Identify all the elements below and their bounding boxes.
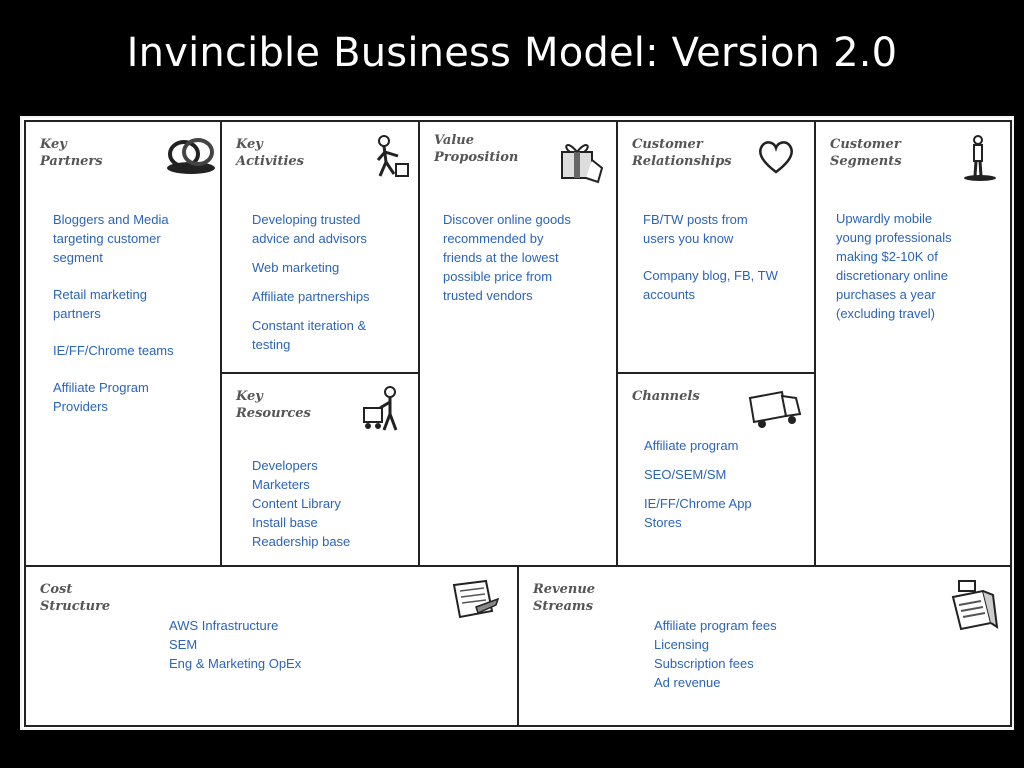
list-item: Retail marketing partners [53,287,147,321]
list-item: AWS Infrastructure SEM Eng & Marketing O… [169,618,302,671]
invoice-icon [446,577,502,623]
list-item: Discover online goods recommended by fri… [443,212,571,303]
heart-icon [756,138,796,176]
key-resources-block: Key Resources Developers Marketers Conte… [220,372,420,567]
customer-relationships-block: Customer Relationships FB/TW posts from … [616,120,816,374]
channels-block: Channels Affiliate program SEO/SEM/SM IE… [616,372,816,567]
list-item: SEO/SEM/SM [644,467,727,482]
worker-icon [370,134,412,180]
list-item: Upwardly mobile young professionals maki… [836,211,952,321]
list-item: Affiliate partnerships [252,289,370,304]
worker-with-machine-icon [360,384,406,436]
truck-icon [746,386,804,432]
revenue-streams-block: Revenue Streams Affiliate program fees L… [517,565,1012,727]
business-model-canvas: Key Partners Bloggers and Media targetin… [20,116,1014,730]
gift-icon [556,138,606,186]
block-heading: Key Activities [236,137,304,169]
block-heading: Key Partners [40,137,103,169]
cash-register-icon [949,577,999,635]
list-item: Developing trusted advice and advisors [252,212,367,246]
list-item: Affiliate program [644,438,739,453]
revenue-streams-list: Affiliate program fees Licensing Subscri… [654,616,954,692]
chain-links-icon [164,134,218,178]
block-heading: Revenue Streams [533,582,596,614]
block-heading: Customer Segments [830,137,902,169]
key-resources-list: Developers Marketers Content Library Ins… [252,456,417,551]
customer-relationships-list: FB/TW posts from users you know Company … [643,210,813,322]
list-item: Affiliate Program Providers [53,380,149,414]
cost-structure-list: AWS Infrastructure SEM Eng & Marketing O… [169,616,469,673]
key-partners-block: Key Partners Bloggers and Media targetin… [24,120,222,567]
person-icon [960,134,1000,182]
key-partners-list: Bloggers and Media targeting customer se… [53,210,213,434]
channels-list: Affiliate program SEO/SEM/SM IE/FF/Chrom… [644,436,814,542]
block-heading: Customer Relationships [632,137,732,169]
value-proposition-block: Value Proposition Discover online goods … [418,120,618,567]
list-item: Bloggers and Media targeting customer se… [53,212,169,265]
customer-segments-block: Customer Segments Upwardly mobile young … [814,120,1012,567]
block-heading: Key Resources [236,389,311,421]
list-item: IE/FF/Chrome App Stores [644,496,752,530]
block-heading: Cost Structure [40,582,111,614]
key-activities-block: Key Activities Developing trusted advice… [220,120,420,374]
customer-segments-list: Upwardly mobile young professionals maki… [836,209,1006,323]
block-heading: Channels [632,389,700,404]
list-item: Web marketing [252,260,340,275]
list-item: Developers Marketers Content Library Ins… [252,458,351,549]
list-item: IE/FF/Chrome teams [53,343,174,358]
list-item: FB/TW posts from users you know [643,212,748,246]
value-proposition-list: Discover online goods recommended by fri… [443,210,613,305]
list-item: Affiliate program fees Licensing Subscri… [654,618,777,690]
slide-title: Invincible Business Model: Version 2.0 [126,30,898,76]
list-item: Constant iteration & testing [252,318,367,352]
key-activities-list: Developing trusted advice and advisors W… [252,210,417,364]
cost-structure-block: Cost Structure AWS Infrastructure SEM En… [24,565,519,727]
block-heading: Value Proposition [434,133,519,165]
list-item: Company blog, FB, TW accounts [643,268,778,302]
